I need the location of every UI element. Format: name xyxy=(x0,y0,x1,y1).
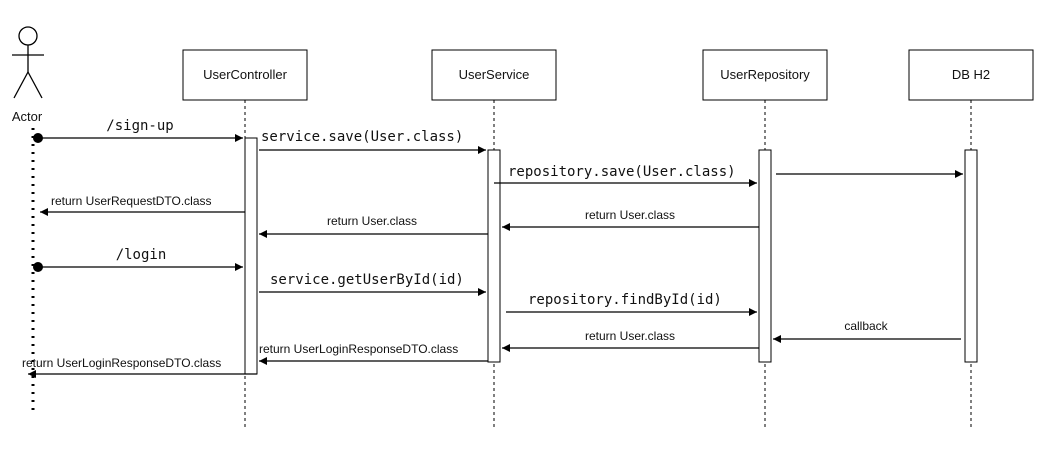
participant-user-service: UserService xyxy=(431,49,557,101)
message-label-return-user-class-2: return User.class xyxy=(585,208,675,222)
participant-db-h2: DB H2 xyxy=(908,49,1034,101)
actor-figure xyxy=(12,26,44,99)
participant-label: UserRepository xyxy=(720,67,810,82)
participant-user-controller: UserController xyxy=(182,49,308,101)
message-label-sign-up: /sign-up xyxy=(106,118,173,134)
message-label-service-get-user-by-id: service.getUserById(id) xyxy=(270,272,464,288)
repository-activation xyxy=(758,149,772,363)
message-label-return-user-request-dto: return UserRequestDTO.class xyxy=(51,194,212,208)
message-label-repository-save: repository.save(User.class) xyxy=(508,164,736,180)
service-activation xyxy=(487,149,501,363)
login-origin-dot xyxy=(33,262,43,272)
message-label-return-user-login-response-dto-2: return UserLoginResponseDTO.class xyxy=(22,356,221,370)
actor-label: Actor xyxy=(12,109,43,124)
participant-label: UserController xyxy=(203,67,287,82)
participant-label: UserService xyxy=(459,67,530,82)
db-activation xyxy=(964,149,978,363)
message-label-return-user-login-response-dto-1: return UserLoginResponseDTO.class xyxy=(259,342,458,356)
participant-user-repository: UserRepository xyxy=(702,49,828,101)
participant-label: DB H2 xyxy=(952,67,990,82)
message-label-callback: callback xyxy=(844,319,888,333)
controller-activation xyxy=(244,137,258,375)
message-label-service-save: service.save(User.class) xyxy=(261,129,463,145)
message-label-login: /login xyxy=(116,247,167,263)
sign-up-origin-dot xyxy=(33,133,43,143)
message-label-return-user-class-1: return User.class xyxy=(327,214,417,228)
message-label-return-user-class-3: return User.class xyxy=(585,329,675,343)
message-label-repository-find-by-id: repository.findById(id) xyxy=(528,292,722,308)
